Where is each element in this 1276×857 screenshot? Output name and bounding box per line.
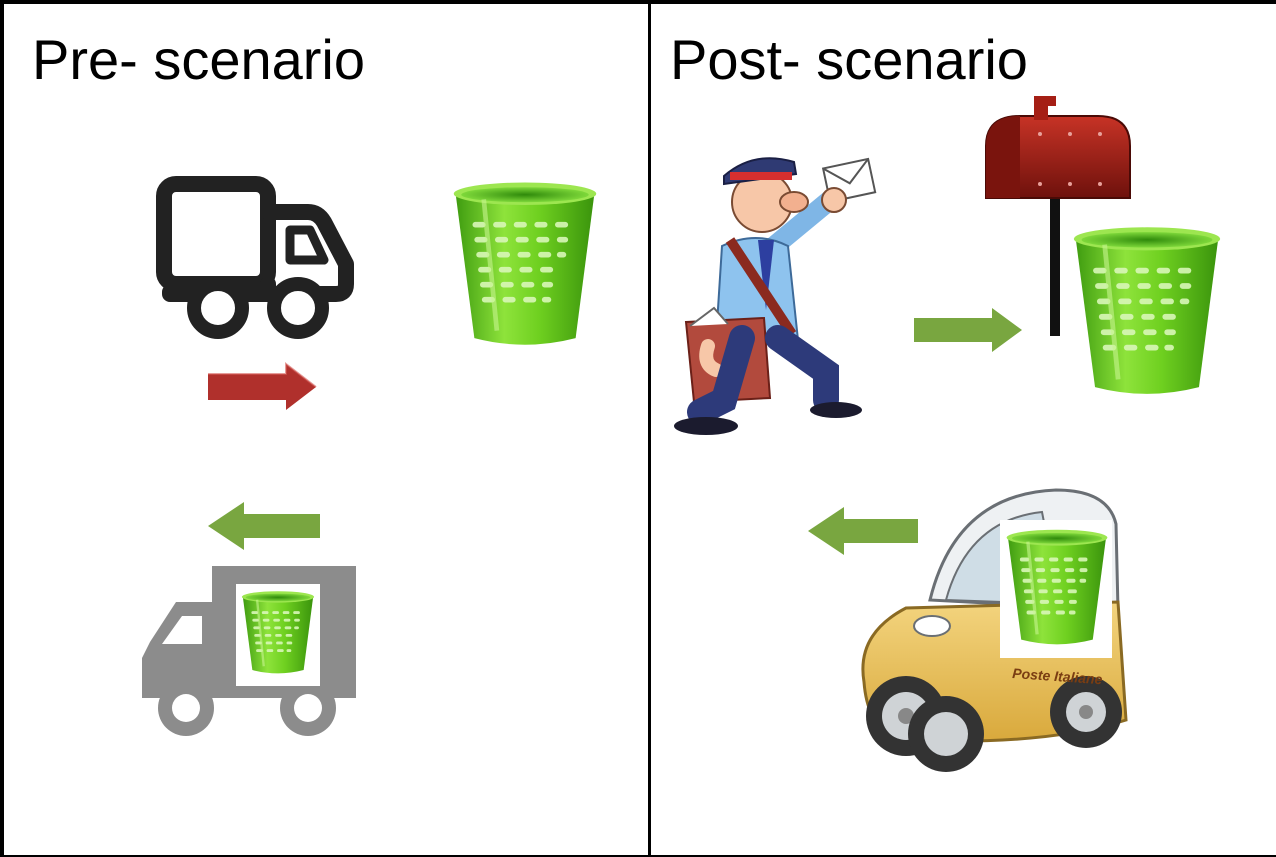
arrow-left-icon <box>808 507 918 555</box>
mailbox-icon <box>985 96 1131 336</box>
waste-bin-icon <box>1004 526 1110 650</box>
arrow-left-icon <box>208 502 320 550</box>
arrow-right-icon <box>914 308 1022 352</box>
waste-bin-icon <box>450 175 600 355</box>
pre-scenario-title: Pre- scenario <box>32 28 366 91</box>
postman-icon <box>674 157 877 435</box>
panel-divider <box>648 0 651 857</box>
waste-bin-icon <box>1070 222 1224 402</box>
truck-outline-icon <box>156 176 354 339</box>
car-decal: Poste Italiane <box>1012 665 1103 687</box>
post-scenario-title: Post- scenario <box>670 28 1028 91</box>
arrow-right-icon <box>208 361 317 410</box>
waste-bin-icon <box>240 588 316 678</box>
